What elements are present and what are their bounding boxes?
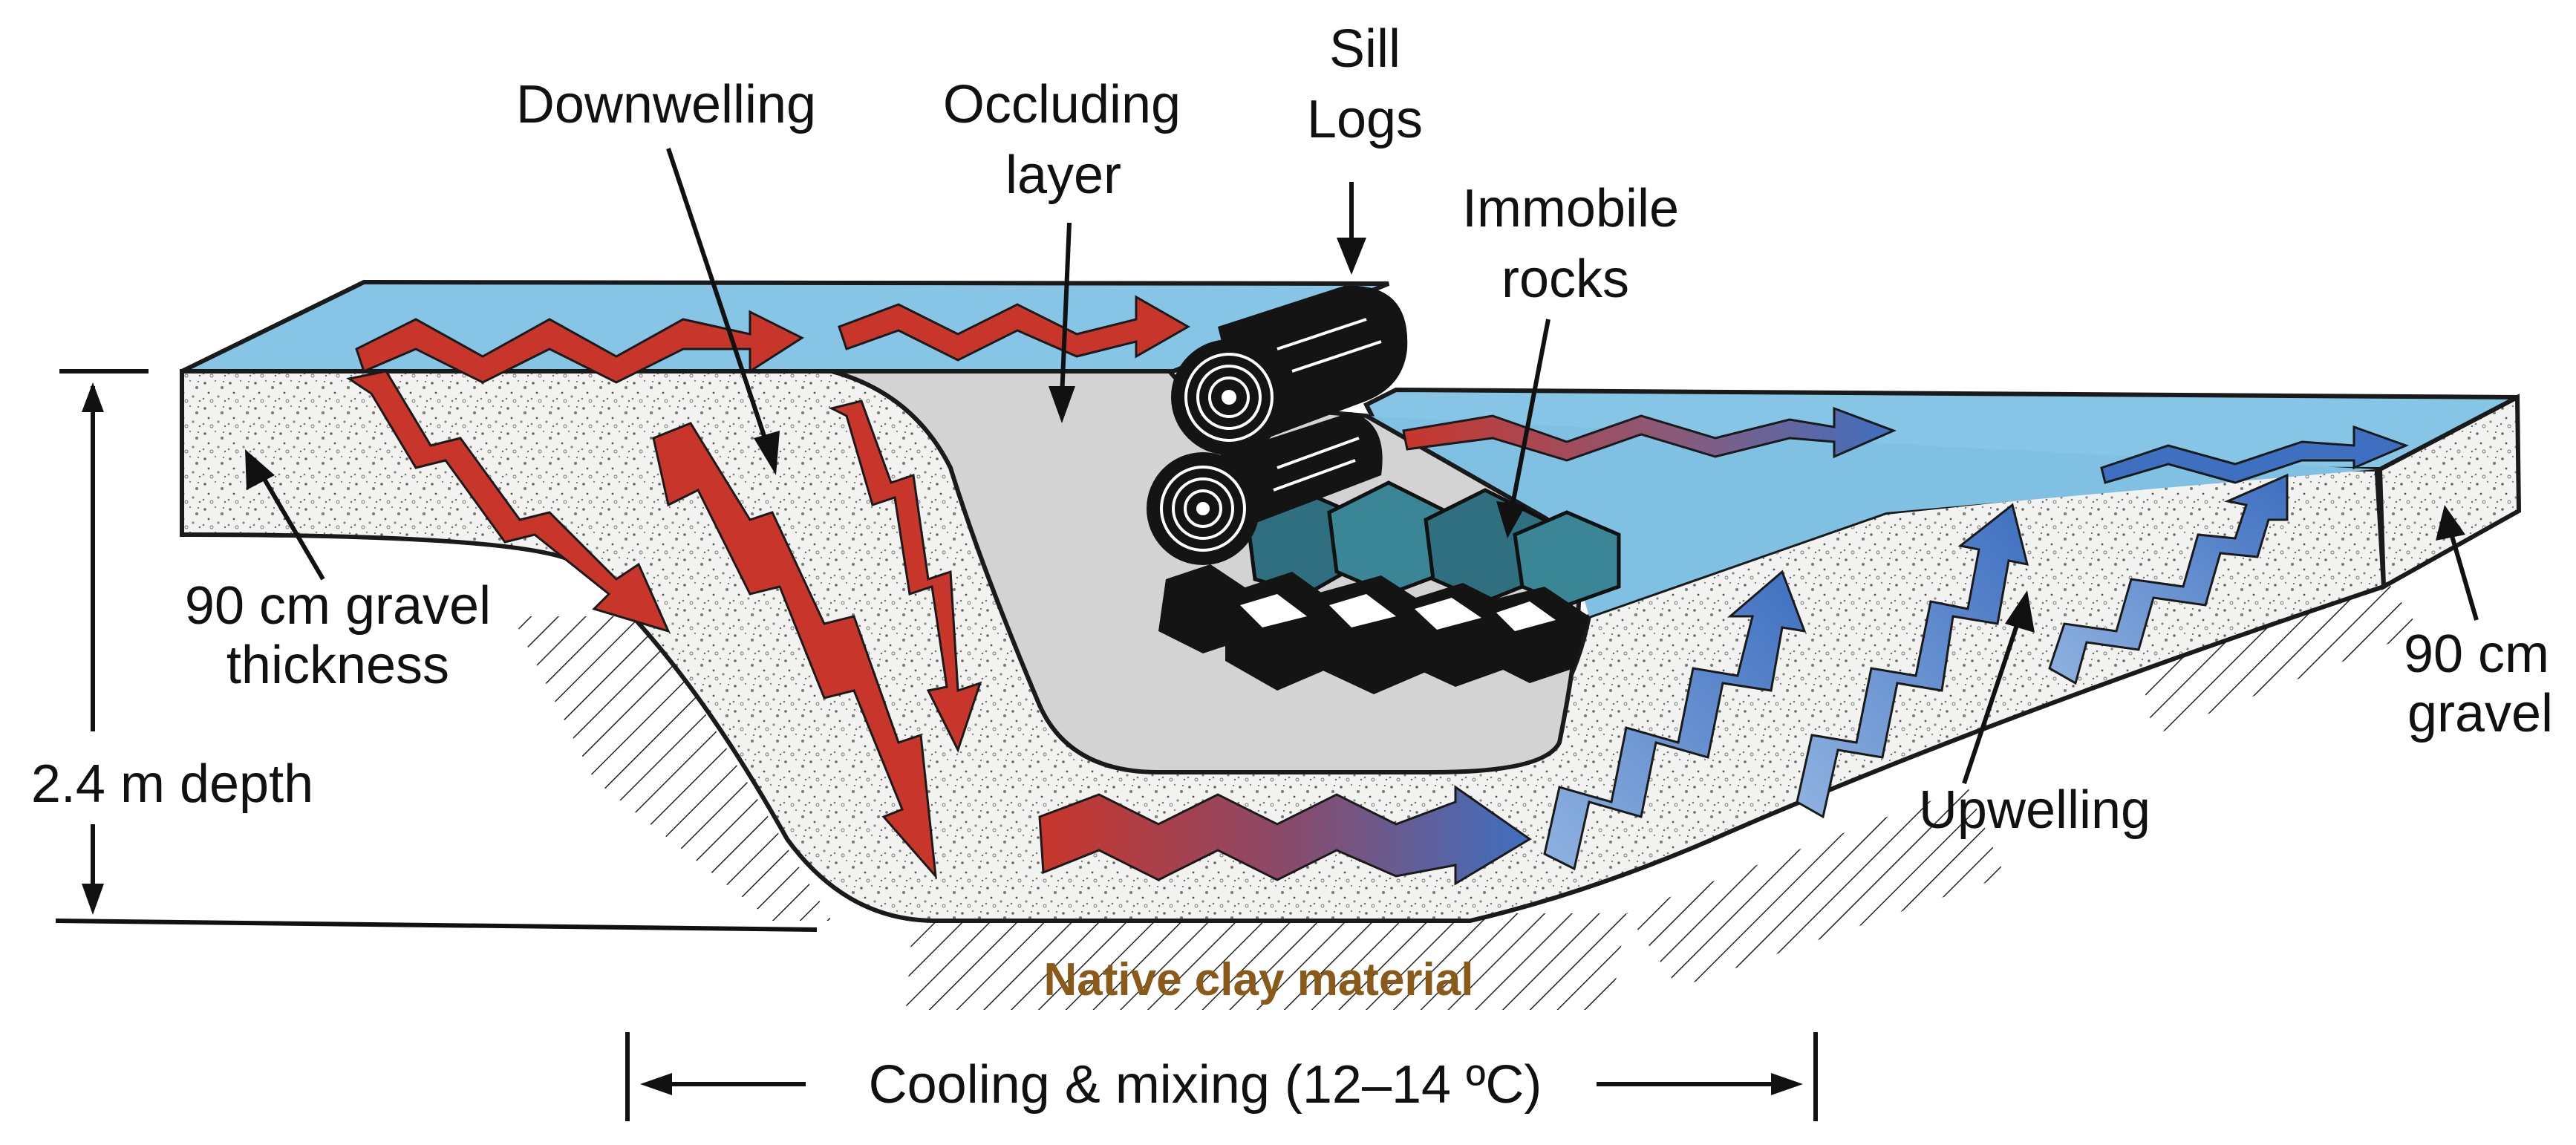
label-gravel-left-1: 90 cm gravel (185, 576, 491, 636)
label-sill-1: Sill (1329, 19, 1401, 79)
label-immobile-1: Immobile (1462, 179, 1679, 238)
label-gravel-right-1: 90 cm (2404, 624, 2549, 684)
label-native-clay: Native clay material (1043, 954, 1473, 1005)
label-depth: 2.4 m depth (31, 754, 313, 814)
label-upwelling: Upwelling (1919, 780, 2151, 840)
label-cooling-mixing: Cooling & mixing (12–14 ºC) (869, 1055, 1542, 1115)
label-sill-2: Logs (1307, 90, 1423, 149)
label-occluding-1: Occluding (943, 75, 1181, 134)
label-gravel-left-2: thickness (226, 636, 449, 695)
label-gravel-right-2: gravel (2407, 684, 2553, 743)
label-downwelling: Downwelling (516, 75, 816, 134)
label-immobile-2: rocks (1501, 249, 1629, 309)
label-occluding-2: layer (1005, 146, 1121, 205)
